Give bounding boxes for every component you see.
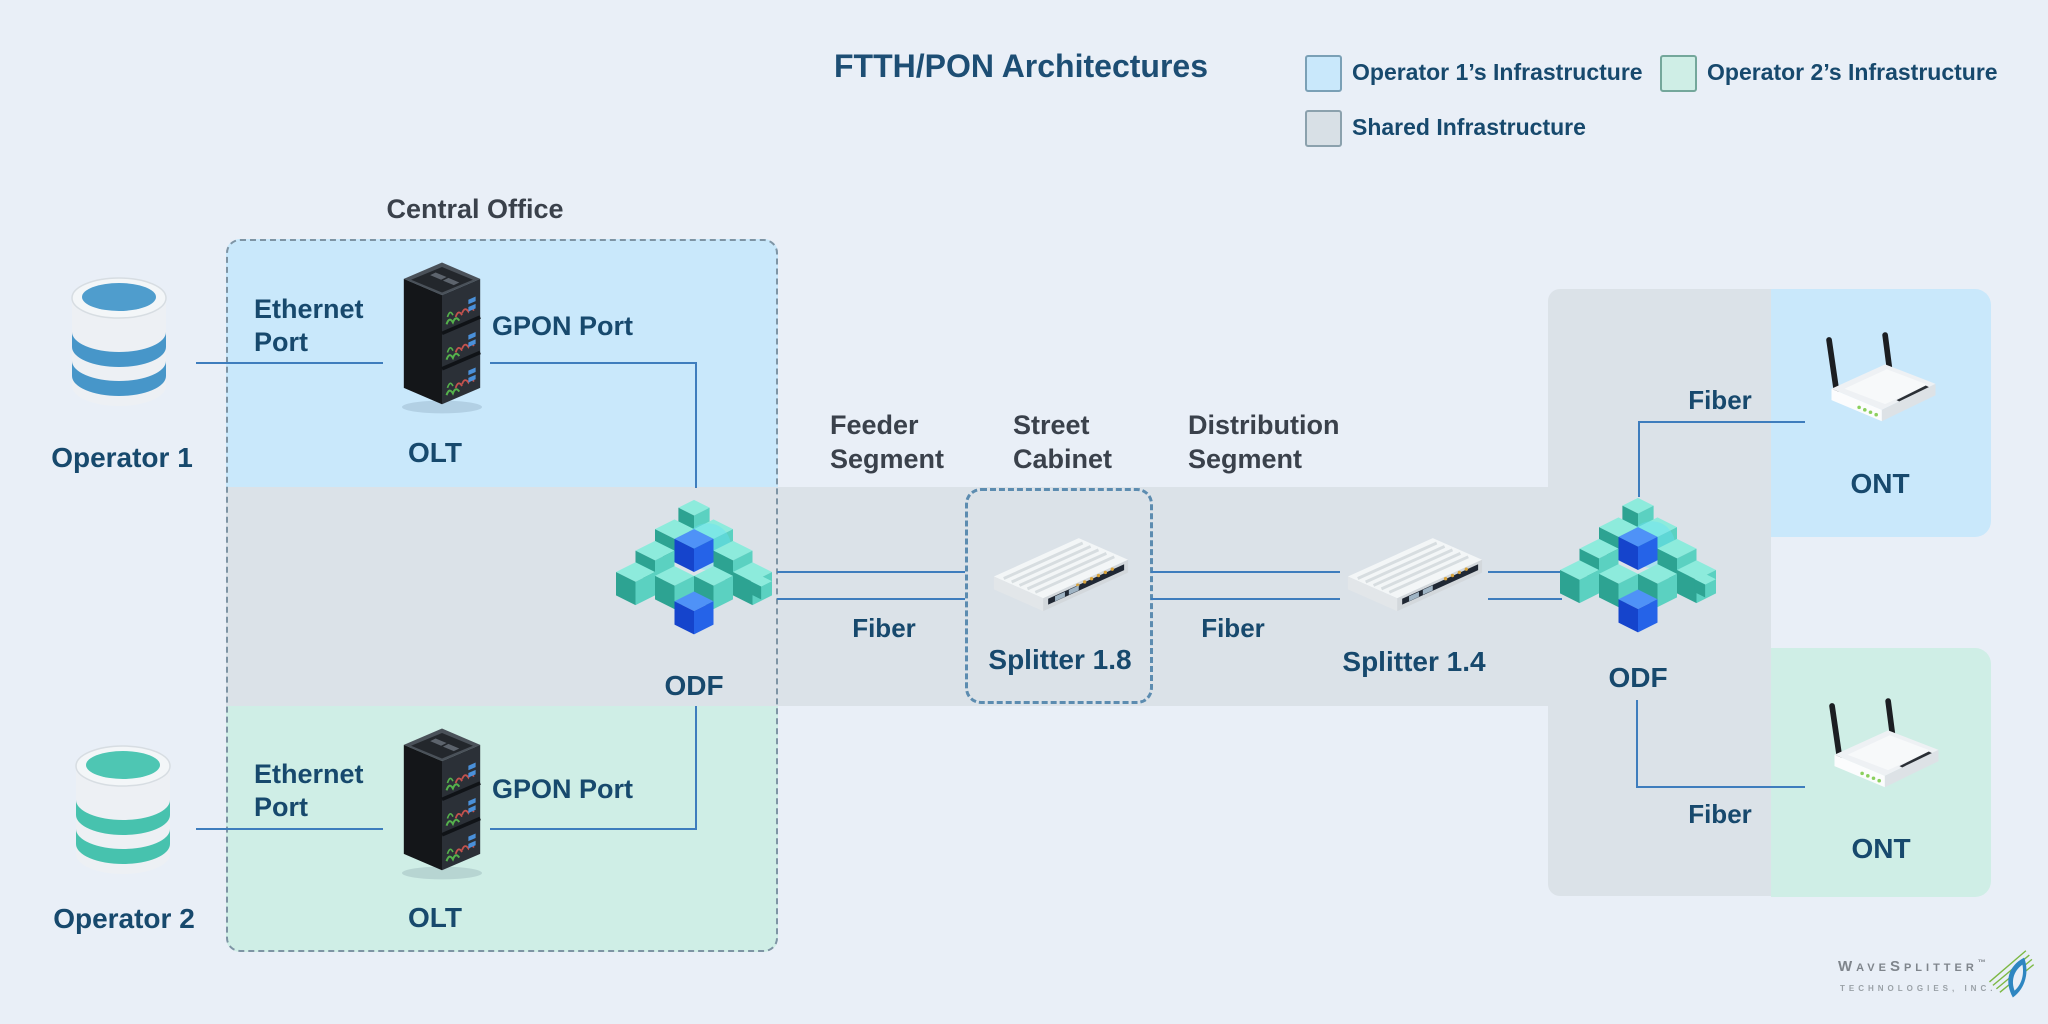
wavesplitter-brand-text: WaveSplitter: [1838, 958, 1978, 975]
feeder-fiber-line-2: [777, 598, 965, 600]
feeder-fiber-line-1: [777, 571, 965, 573]
legend-label-operator2: Operator 2’s Infrastructure: [1707, 59, 1998, 85]
ethernet-port-label-1: Ethernet Port: [254, 294, 364, 357]
splitter18-icon: [986, 532, 1134, 628]
operator2-database-icon: [68, 736, 178, 886]
operator1-database-icon: [64, 268, 174, 418]
splitter14-label: Splitter 1.4: [1342, 646, 1486, 677]
trademark-symbol: ™: [1977, 958, 1986, 967]
odf1-cubes-icon: [616, 498, 772, 648]
fiber-label-ont2: Fiber: [1688, 799, 1752, 829]
ethernet-line-operator1: [196, 362, 383, 364]
legend-swatch-shared: [1305, 110, 1342, 147]
wavesplitter-brand: WaveSplitter™: [1838, 958, 1986, 975]
gpon-port-label-1: GPON Port: [492, 311, 634, 341]
wavesplitter-logo-icon: [1986, 946, 2038, 1004]
odf2-fiber-line-2: [1488, 598, 1562, 600]
fiber-label-distribution: Fiber: [1201, 613, 1265, 643]
odf2-fiber-line-1: [1488, 571, 1562, 573]
splitter14-icon: [1340, 532, 1488, 628]
distribution-segment-label: Distribution Segment: [1188, 410, 1340, 474]
street-cabinet-label: Street Cabinet: [1013, 410, 1113, 474]
legend-swatch-operator2: [1660, 55, 1697, 92]
gpon-port-label-2: GPON Port: [492, 774, 634, 804]
ont2-fiber-drop: [1636, 700, 1638, 788]
ont1-fiber-riser: [1638, 421, 1640, 497]
gpon-line-olt1: [490, 362, 697, 364]
legend-label-operator1: Operator 1’s Infrastructure: [1352, 59, 1643, 85]
gpon-drop-olt1: [695, 362, 697, 488]
ont1-router-icon: [1812, 312, 1942, 454]
gpon-line-olt2: [490, 828, 697, 830]
legend-swatch-operator1: [1305, 55, 1342, 92]
ethernet-line-operator2: [196, 828, 383, 830]
ont2-fiber-line: [1636, 786, 1805, 788]
feeder-segment-label: Feeder Segment: [830, 410, 945, 474]
olt2-rack-icon: [392, 724, 492, 882]
olt2-label: OLT: [408, 902, 462, 933]
operator2-label: Operator 2: [53, 903, 195, 934]
olt1-rack-icon: [392, 258, 492, 416]
odf2-cubes-icon: [1560, 496, 1716, 646]
distribution-fiber-line-1: [1151, 571, 1340, 573]
central-office-label: Central Office: [386, 194, 564, 224]
street-cabinet-box: [965, 488, 1153, 704]
legend-label-shared: Shared Infrastructure: [1352, 114, 1586, 140]
splitter18-label: Splitter 1.8: [988, 644, 1132, 675]
olt1-label: OLT: [408, 437, 462, 468]
ont2-router-icon: [1815, 678, 1945, 820]
fiber-label-feeder: Fiber: [852, 613, 916, 643]
ont2-label: ONT: [1851, 833, 1911, 864]
odf1-label: ODF: [664, 670, 724, 701]
odf2-label: ODF: [1608, 662, 1668, 693]
central-office-box: [226, 239, 778, 952]
distribution-fiber-line-2: [1151, 598, 1340, 600]
page-title: FTTH/PON Architectures: [834, 48, 1208, 84]
ethernet-port-label-2: Ethernet Port: [254, 759, 364, 822]
ont1-label: ONT: [1850, 468, 1910, 499]
operator1-label: Operator 1: [51, 442, 193, 473]
gpon-riser-olt2: [695, 706, 697, 830]
ont1-fiber-line: [1638, 421, 1805, 423]
shared-infrastructure-band: [226, 487, 1548, 706]
wavesplitter-subtitle: TECHNOLOGIES, INC.: [1840, 984, 1997, 993]
fiber-label-ont1: Fiber: [1688, 385, 1752, 415]
